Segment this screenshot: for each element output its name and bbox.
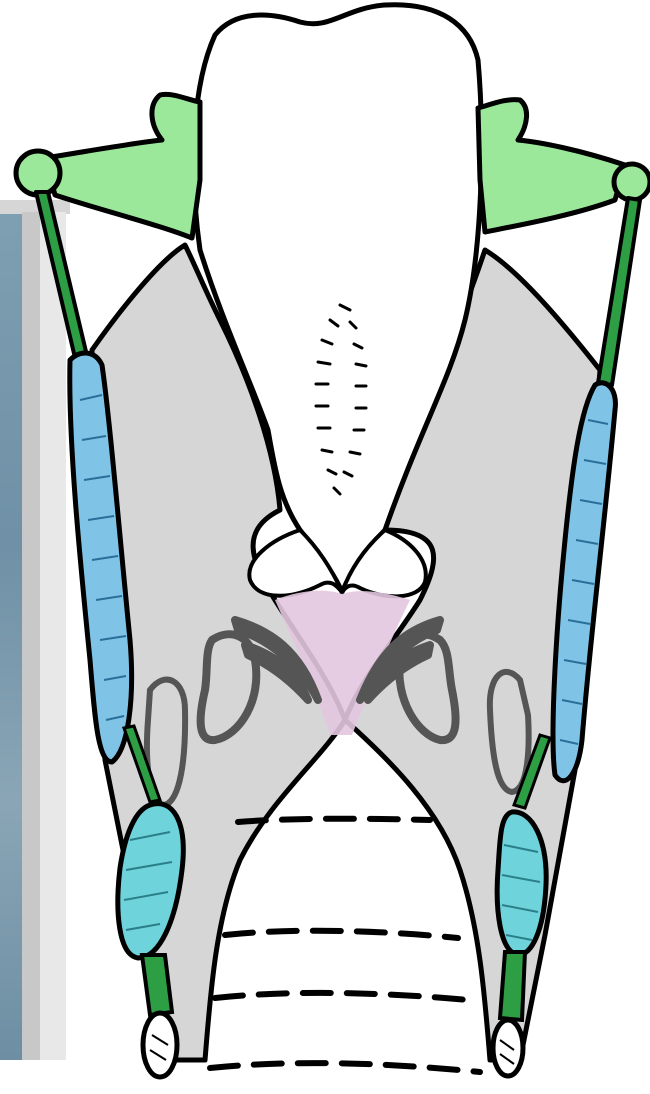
cricothyroid-ligament-right-lower [500, 952, 525, 1020]
cricothyroid-muscle-right [497, 812, 546, 955]
hyoid-horn-left [45, 94, 200, 238]
hyoid-knob-left [16, 151, 60, 195]
cricoid-knob-right [493, 1020, 523, 1076]
hyoid-knob-right [614, 164, 650, 200]
thyrohyoid-ligament-left [36, 192, 88, 362]
hyoid-horn-right [478, 100, 625, 232]
tracheal-ring-marks [210, 819, 480, 1072]
cricothyroid-ligament-left-lower [142, 955, 172, 1015]
thyrohyoid-ligament-right [598, 198, 640, 385]
cricoid-knob-left [143, 1013, 177, 1077]
